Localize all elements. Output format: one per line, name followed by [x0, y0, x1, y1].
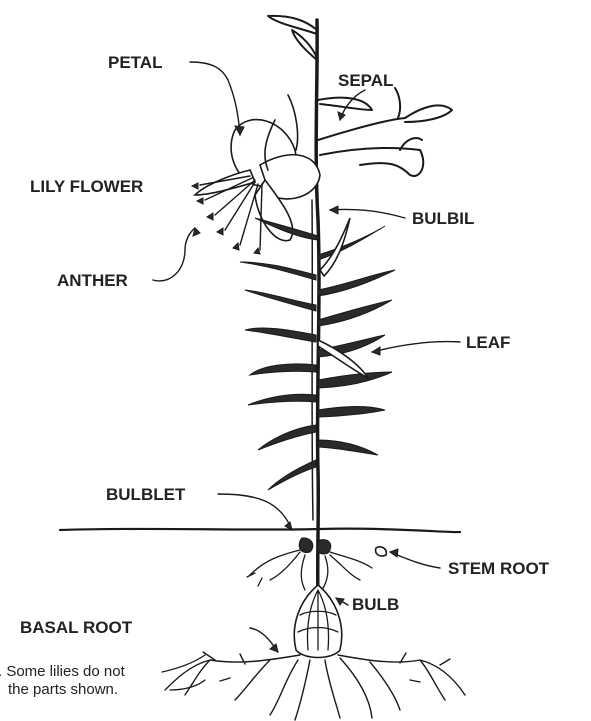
bulbil-leader	[330, 209, 405, 218]
leader-lines	[153, 62, 460, 652]
stem	[316, 20, 319, 600]
label-sepal: SEPAL	[338, 71, 393, 90]
anther-leader	[153, 228, 195, 281]
label-leaf: LEAF	[466, 333, 510, 352]
bulb	[294, 585, 341, 658]
note-line-2: the parts shown.	[8, 681, 118, 698]
note-line-1: . Some lilies do not	[0, 663, 126, 680]
stem-edge	[312, 200, 313, 520]
bulblet-leader	[218, 494, 292, 530]
label-bulbil: BULBIL	[412, 209, 474, 228]
ground-line	[60, 529, 460, 533]
leaf-leader	[372, 342, 460, 352]
label-bulb: BULB	[352, 595, 399, 614]
label-lily-flower: LILY FLOWER	[30, 177, 143, 196]
lily-flower	[192, 95, 320, 254]
petal-leader	[190, 62, 240, 135]
label-basal-root: BASAL ROOT	[20, 618, 133, 637]
label-bulblet: BULBLET	[106, 485, 186, 504]
label-petal: PETAL	[108, 53, 162, 72]
basal-roots	[165, 652, 465, 720]
label-stem-root: STEM ROOT	[448, 559, 550, 578]
label-anther: ANTHER	[57, 271, 128, 290]
